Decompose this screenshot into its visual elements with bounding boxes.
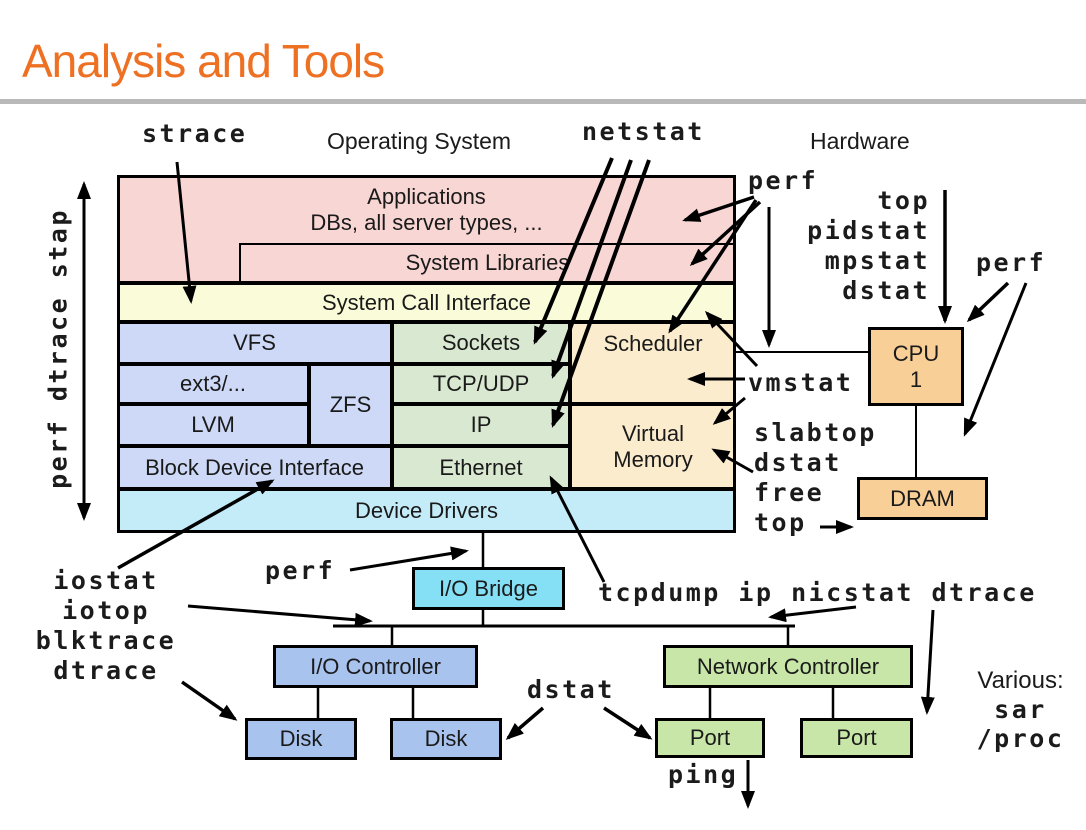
- disk-box-1: Disk: [245, 718, 357, 760]
- arrow-dstat-to-port1: [603, 706, 653, 740]
- tool-dstat-mem: dstat: [754, 448, 842, 477]
- port-box-2: Port: [800, 718, 913, 758]
- arrow-iostat-to-bus: [187, 604, 373, 627]
- virtual-memory-line2: Memory: [613, 446, 693, 472]
- tool-iostat: iostat: [53, 566, 159, 595]
- stack-sockets: Sockets: [392, 322, 570, 364]
- tool-strace: strace: [142, 119, 248, 148]
- tool-mpstat: mpstat: [824, 246, 930, 275]
- stack-zfs: ZFS: [309, 364, 392, 446]
- tool-netstat: netstat: [582, 117, 705, 146]
- cpu-line1: CPU: [892, 340, 940, 366]
- cpu-line2: 1: [909, 366, 923, 392]
- tool-blktrace: blktrace: [35, 626, 177, 655]
- stack-scheduler: Scheduler: [570, 322, 736, 404]
- applications-line2: DBs, all server types, ...: [310, 210, 543, 235]
- tool-sar: sar: [994, 695, 1047, 724]
- arrow-perf-to-dram: [963, 282, 1028, 437]
- stack-block-device-interface: Block Device Interface: [117, 446, 392, 489]
- tool-free: free: [754, 478, 825, 507]
- tool-top: top: [877, 186, 930, 215]
- io-controller-box: I/O Controller: [273, 645, 478, 688]
- stack-ip: IP: [392, 404, 570, 446]
- tool-ping: ping: [668, 760, 739, 789]
- applications-text: Applications DBs, all server types, ...: [119, 177, 734, 236]
- tool-perf-io: perf: [265, 556, 336, 585]
- arrow-perf-to-cpu: [966, 281, 1010, 323]
- cpu-box: CPU 1: [868, 327, 964, 406]
- operating-system-label: Operating System: [327, 128, 512, 154]
- stack-device-drivers: Device Drivers: [117, 489, 736, 533]
- virtual-memory-line1: Virtual: [622, 420, 684, 446]
- memory-tool-list: slabtop dstat free top: [754, 418, 877, 538]
- network-tool-list: tcpdump ip nicstat dtrace: [598, 578, 1037, 607]
- tool-perf-app: perf: [748, 166, 819, 195]
- storage-tool-list: iostat iotop blktrace dtrace: [25, 566, 187, 686]
- arrow-dstat-to-disk2: [505, 706, 545, 740]
- page-title: Analysis and Tools: [22, 35, 385, 87]
- network-controller-box: Network Controller: [663, 645, 913, 688]
- port-box-1: Port: [655, 718, 765, 758]
- stack-system-call-interface: System Call Interface: [117, 283, 736, 322]
- tool-dstat-devices: dstat: [527, 675, 615, 704]
- arrow-dtrace-to-port2: [920, 609, 935, 715]
- hardware-label: Hardware: [810, 128, 910, 154]
- scheduler-label: Scheduler: [603, 331, 703, 356]
- stack-vfs: VFS: [117, 322, 392, 364]
- tool-top-mem: top: [754, 508, 807, 537]
- stack-virtual-memory: Virtual Memory: [570, 404, 736, 489]
- applications-line1: Applications: [367, 184, 486, 209]
- stack-tcp-udp: TCP/UDP: [392, 364, 570, 404]
- tool-vmstat: vmstat: [748, 368, 854, 397]
- tool-slabtop: slabtop: [754, 418, 877, 447]
- tool-proc: /proc: [976, 724, 1065, 753]
- various-label: Various:: [977, 667, 1064, 694]
- tool-dstat: dstat: [842, 276, 930, 305]
- disk-box-2: Disk: [390, 718, 502, 760]
- stack-ethernet: Ethernet: [392, 446, 570, 489]
- tool-pidstat: pidstat: [807, 216, 930, 245]
- left-axis-tools-label: perf dtrace stap: [43, 208, 73, 489]
- stack-ext3: ext3/...: [117, 364, 309, 404]
- arrow-dtrace-to-disk1: [180, 680, 238, 721]
- stack-system-libraries: System Libraries: [239, 243, 736, 283]
- tool-iotop: iotop: [62, 596, 150, 625]
- cpu-tool-list: top pidstat mpstat dstat: [795, 186, 930, 306]
- stack-lvm: LVM: [117, 404, 309, 446]
- dram-box: DRAM: [857, 477, 988, 520]
- tool-dtrace: dtrace: [53, 656, 159, 685]
- arrow-tcpdump-to-bus: [768, 605, 857, 623]
- tool-perf-cpu: perf: [976, 248, 1047, 277]
- io-bridge-box: I/O Bridge: [412, 567, 565, 610]
- various-tool-list: Various: sar /proc: [958, 666, 1083, 753]
- title-divider: [0, 99, 1086, 104]
